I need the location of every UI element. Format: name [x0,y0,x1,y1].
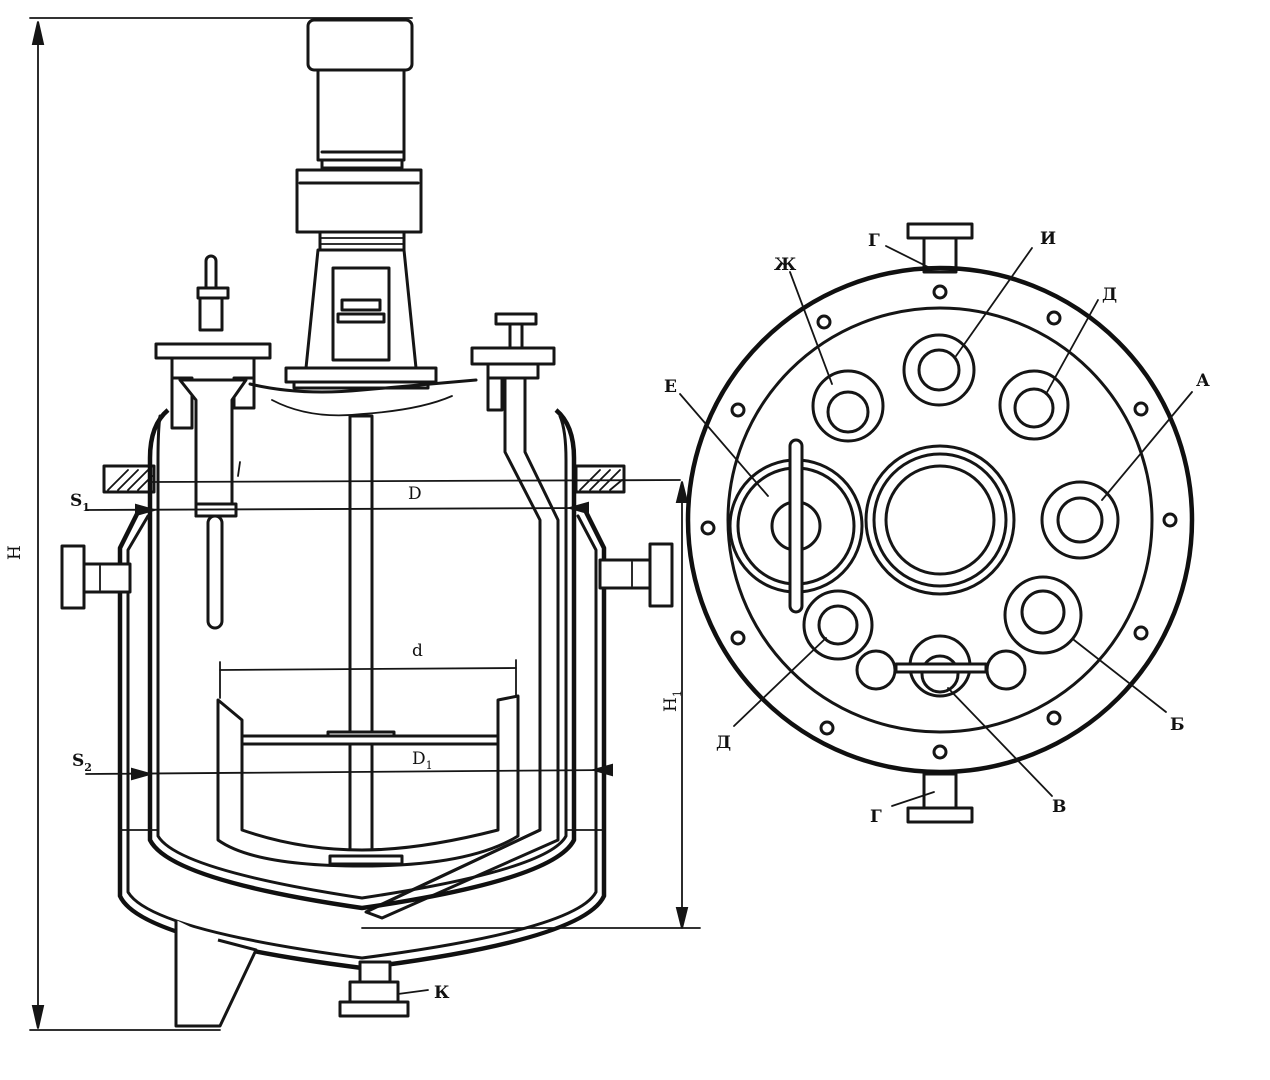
jacket-nozzle-right [598,542,674,608]
nozzle-d-bottom [802,589,874,661]
vessel-shell [147,378,577,911]
bolt-holes [700,284,1178,760]
motor [295,18,423,252]
label-e: Е [664,377,677,397]
wall-thickness-s2: S2 [72,751,92,774]
jacket-connection-bottom [906,772,974,824]
bolt-hole-icon [730,630,746,646]
bottom-outlet-label: К [434,983,450,1003]
bolt-hole-icon [1162,512,1178,528]
bolt-hole-icon [1046,710,1062,726]
support-leg [174,920,258,1028]
lid-flange-outer [685,265,1195,775]
bolt-hole-icon [730,402,746,418]
top-view: Г И Ж Д А Е Б Д В Г [664,222,1210,827]
lid-flange-inner [726,306,1154,734]
thermometer-nozzle [154,254,272,630]
bottom-outlet: К [338,960,450,1018]
support-lugs [102,464,626,494]
bolt-hole-icon [1133,401,1149,417]
drive-stand [284,248,438,390]
label-i: И [1040,229,1056,249]
nozzle-b [1003,575,1083,655]
vessel-diameter-label: D [408,484,422,504]
jacket-height-label: H1 [661,690,684,712]
bolt-hole-icon [1133,625,1149,641]
dimension-stirrer-diameter: d [219,641,517,699]
nozzle-zh [811,369,885,443]
manhole-e [728,438,864,614]
side-view: H [5,17,701,1031]
nozzle-d-top [998,369,1070,441]
stirrer-diameter-label: d [412,641,423,661]
label-a: А [1196,371,1210,391]
jacket-diameter-label: D1 [412,749,433,772]
fitting-labels: Г И Ж Д А Е Б Д В Г [664,229,1210,827]
label-d-bottom: Д [716,733,731,753]
label-b: Б [1170,715,1185,735]
bolt-hole-icon [816,314,832,330]
bolt-hole-icon [932,284,948,300]
jacket-connection-top [906,222,974,274]
bolt-hole-icon [819,720,835,736]
label-v: В [1052,797,1066,817]
label-zh: Ж [774,255,797,275]
bolt-hole-icon [700,520,716,536]
label-d-top: Д [1102,285,1117,305]
jacket-nozzle-left [60,544,132,610]
wall-thickness-s2-label: S2 [72,751,92,774]
dimension-vessel-diameter: D [85,479,681,517]
bolt-hole-icon [1046,310,1062,326]
wall-thickness-s1-label: S1 [70,491,90,514]
nozzle-a [1040,480,1120,560]
dimension-jacket-diameter: D1 [85,749,613,781]
dimension-jacket-height: H1 [361,481,701,929]
nozzle-v [855,634,1027,698]
central-opening [864,444,1016,596]
overall-height-label: H [5,545,25,560]
nozzle-i [902,333,976,407]
wall-thickness-s1: S1 [70,491,90,514]
label-g-top: Г [868,231,880,251]
overall-height-dimension: H [5,17,413,1031]
label-g-bottom: Г [870,807,882,827]
dip-pipe-nozzle [364,312,560,920]
agitator [216,414,520,868]
bolt-hole-icon [932,744,948,760]
